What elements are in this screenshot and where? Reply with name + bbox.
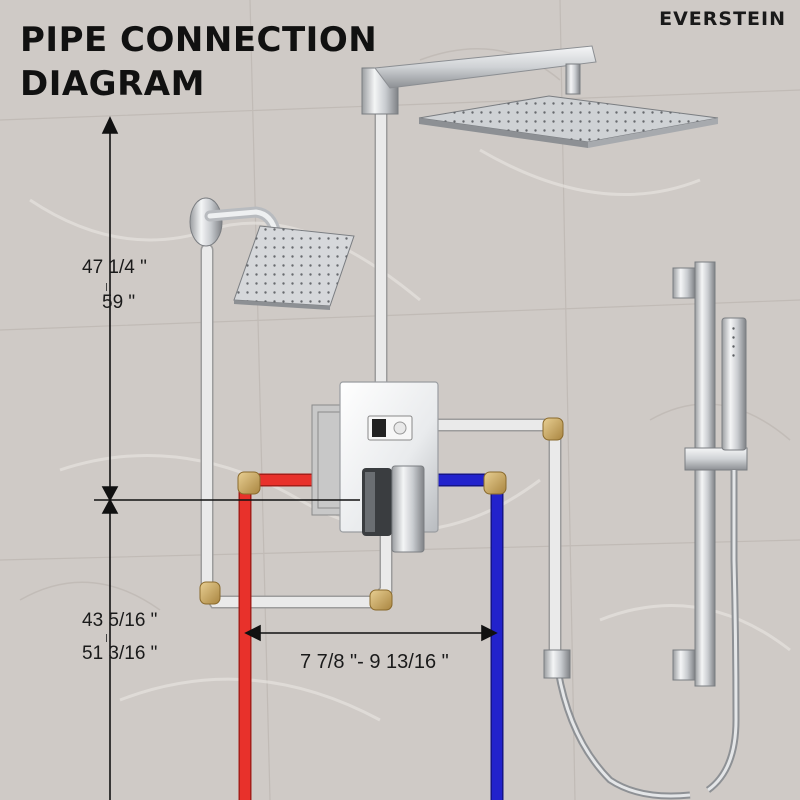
page-title: PIPE CONNECTION DIAGRAM	[20, 18, 377, 106]
arrow-icon	[244, 624, 261, 642]
shower-head-height-max-label: 59 "	[102, 292, 136, 313]
valve-trim-plate	[339, 381, 439, 553]
vertical-dimension-lines	[94, 116, 360, 800]
valve-height-max-label: 51 3/16 "	[82, 643, 158, 664]
rain-shower-head-icon	[361, 45, 719, 148]
wall-shower-head-icon	[189, 197, 355, 310]
brass-fittings	[199, 417, 564, 611]
arrow-icon	[101, 486, 119, 502]
hand-shower-icon	[543, 317, 747, 800]
dimension-separator	[106, 283, 107, 291]
shower-head-height-min-label: 47 1/4 "	[82, 257, 147, 278]
slide-bar-icon	[672, 261, 748, 687]
supply-spacing-label: 7 7/8 "- 9 13/16 "	[300, 651, 449, 673]
arrow-icon	[481, 624, 498, 642]
horizontal-dimension-line	[244, 624, 498, 642]
arrow-icon	[101, 498, 119, 514]
arrow-icon	[101, 116, 119, 134]
valve-height-min-label: 43 5/16 "	[82, 610, 158, 631]
title-line-2: DIAGRAM	[20, 64, 205, 104]
dimension-separator	[106, 634, 107, 642]
title-line-1: PIPE CONNECTION	[20, 20, 378, 60]
brand-logo: EVERSTEIN	[659, 8, 786, 30]
